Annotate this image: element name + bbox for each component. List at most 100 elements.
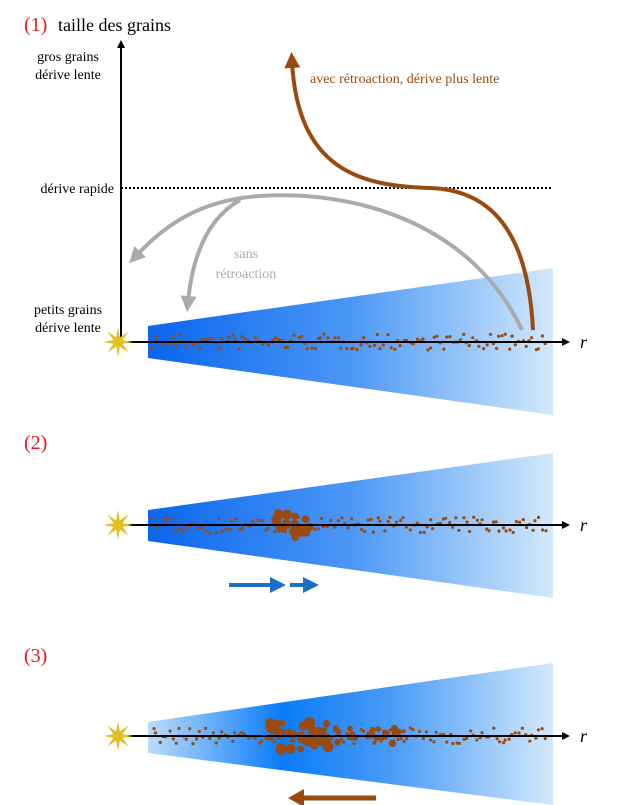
grain [531,528,535,532]
grain [393,347,397,351]
grain [291,512,299,520]
grain [536,515,541,520]
grain [395,728,402,736]
grain [458,338,462,342]
grain [214,741,218,745]
grain [366,518,370,522]
grain [431,527,435,531]
grain [168,729,172,733]
grain [434,730,438,735]
grain [210,337,214,341]
grain [300,334,304,338]
grain [359,728,363,732]
grain [316,527,320,531]
grain [171,336,175,340]
grain [318,336,322,340]
grain [457,528,461,533]
grain [503,738,507,742]
outward-drift-arrows [229,577,319,593]
panel-number: (2) [24,432,47,454]
grain [376,516,380,520]
grain [495,346,499,350]
grain [326,336,330,340]
label-large-grains: gros grains [37,50,99,65]
grain [266,343,271,347]
grain [388,739,397,748]
grain [174,530,178,534]
grain [411,342,415,346]
grain [217,516,221,520]
grain [384,736,388,740]
grain [521,518,525,522]
grain [291,533,300,541]
grain [337,336,341,340]
grain [391,731,397,736]
grain [282,509,292,520]
grain [158,740,162,745]
grain [445,740,449,744]
grain [161,344,165,348]
grain [363,529,367,534]
grain [168,342,172,346]
grain [178,333,182,337]
grain [150,516,154,520]
grain [298,721,305,728]
star-icon [103,327,133,357]
grain [426,348,430,352]
grain [251,519,255,523]
grain [272,512,282,522]
grain [485,343,489,347]
grain [273,336,278,340]
grain [429,518,433,522]
grain [285,345,290,349]
grain [475,738,479,742]
label-fast-drift: dérive rapide [41,182,114,197]
grain [543,737,547,741]
grain [372,740,377,745]
grain [211,731,215,735]
grain [368,344,372,348]
grain [220,529,224,533]
grain [289,729,296,736]
star-icon [103,510,133,540]
grain [472,515,476,519]
grain [404,525,408,529]
grain [525,525,529,530]
grain [386,333,390,337]
grain [185,528,189,532]
grain [330,737,334,741]
grain [482,347,486,351]
grain [339,346,343,350]
grain [237,347,241,351]
grain [253,336,258,340]
grain [415,337,420,341]
grain [297,335,301,340]
no-feedback-label-2: rétroaction [216,267,277,282]
grain [206,337,210,341]
grain [468,529,472,534]
grain [448,335,452,339]
grain [511,530,515,535]
grain [333,336,337,340]
grain [253,736,257,740]
grain [467,344,471,348]
grain [200,337,204,341]
grain [541,528,545,532]
grain [220,730,224,734]
grain [240,526,244,531]
label-slow-drift-small: dérive lente [35,321,101,336]
grain [508,347,512,351]
grain [191,742,195,746]
grain [398,519,403,523]
grain [204,529,208,533]
grain [544,529,548,533]
grain [469,729,473,733]
grain [394,520,399,524]
grain [234,517,238,521]
grain [378,519,382,523]
grain [166,515,171,519]
grain [386,519,390,524]
grain [362,336,366,340]
axis-title: taille des grains [58,15,171,35]
grain [322,332,326,336]
